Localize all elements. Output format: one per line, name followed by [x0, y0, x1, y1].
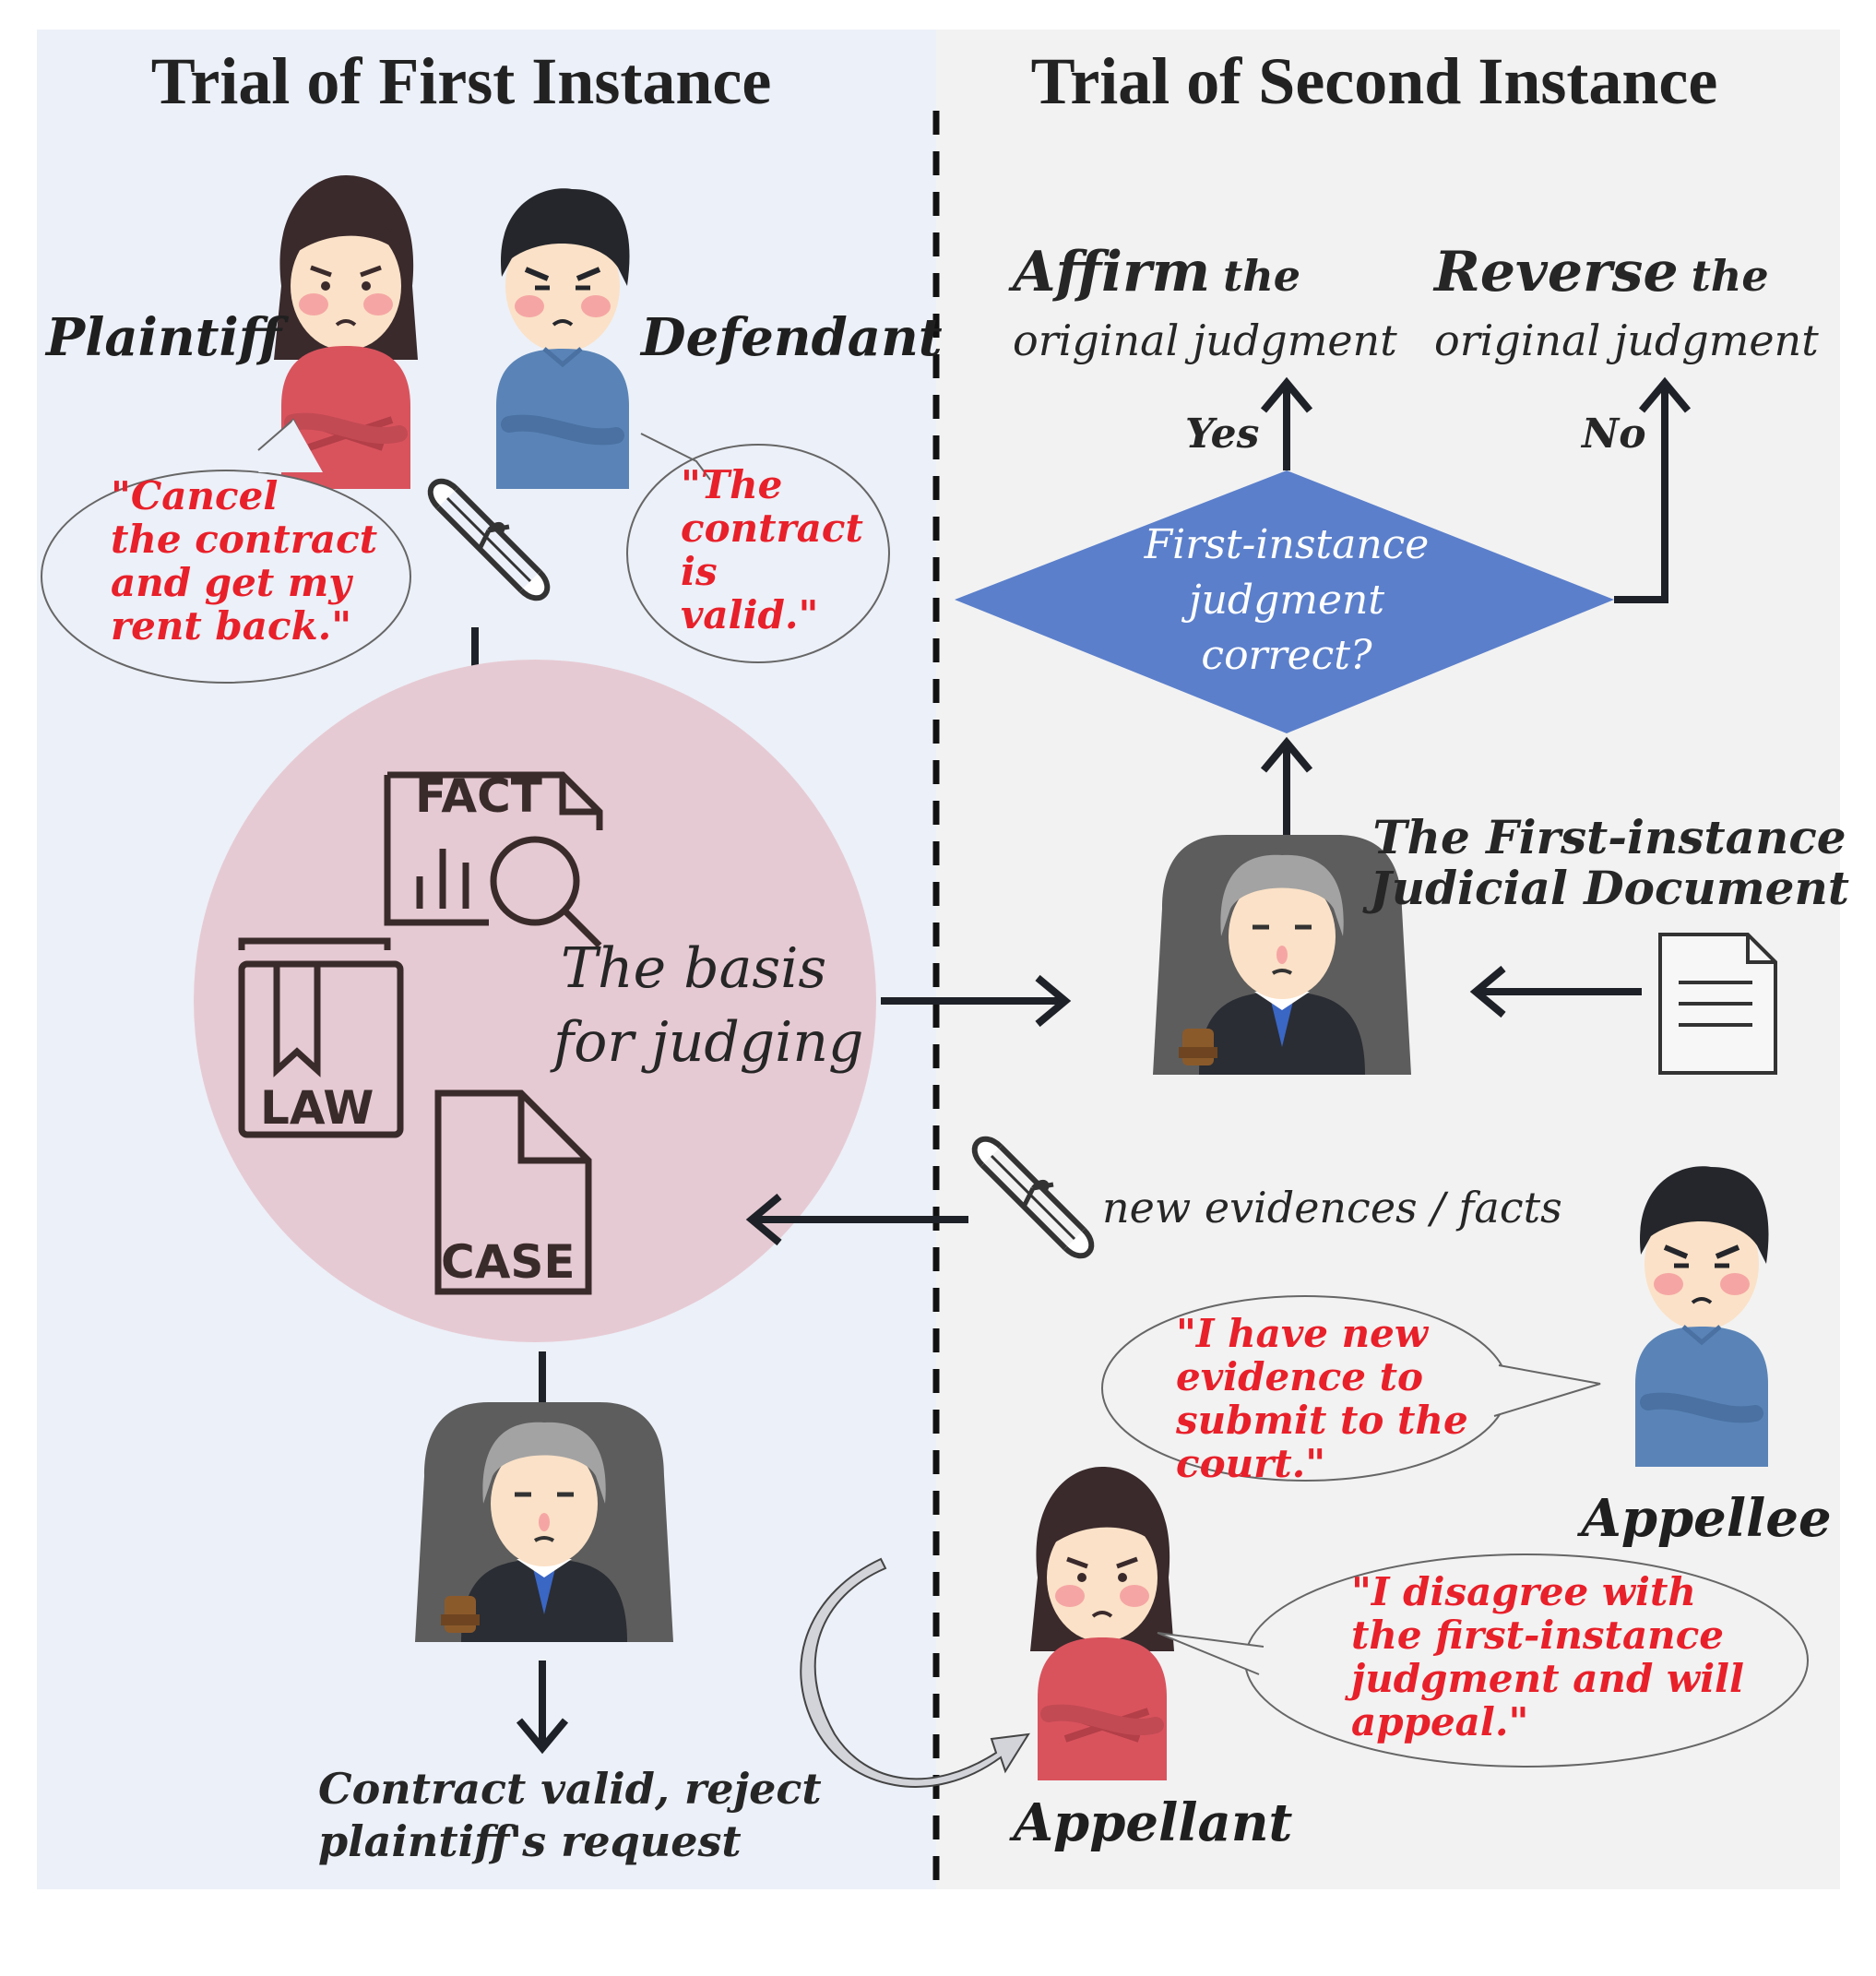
- document-label-line2: Judicial Document: [1362, 861, 1849, 915]
- no-arrow: [1614, 376, 1692, 603]
- document-label-line1: The First-instance: [1372, 810, 1846, 864]
- decision-line1: First-instance: [1144, 521, 1430, 568]
- reverse-word: Reverse: [1432, 240, 1679, 304]
- plaintiff-quote: "Cancel the contract and get my rent bac…: [111, 473, 377, 649]
- defendant-quote-line: contract: [681, 506, 863, 551]
- basis-title-line1: The basis: [561, 936, 826, 1001]
- new-evidence-arrow: [745, 1193, 968, 1246]
- basis-circle: [194, 660, 876, 1342]
- curved-arrow-icon: [800, 1557, 1030, 1788]
- decision-line2: judgment: [1181, 577, 1384, 624]
- fact-document-icon: [384, 771, 603, 948]
- document-icon: [1658, 933, 1777, 1075]
- judge-to-result-arrow: [516, 1661, 569, 1755]
- yes-label: Yes: [1185, 411, 1259, 458]
- document-to-judge-arrow: [1469, 965, 1642, 1018]
- reverse-line2: original judgment: [1434, 315, 1819, 365]
- appellee-quote: "I have new evidence to submit to the co…: [1175, 1311, 1468, 1486]
- plaintiff-speech-bubble: [41, 418, 411, 684]
- reverse-rest: the: [1692, 251, 1769, 301]
- appellee-label: Appellee: [1576, 1488, 1831, 1549]
- reverse-outcome: Reverse the original judgment: [1432, 240, 1819, 365]
- affirm-outcome: Affirm the original judgment: [1008, 240, 1397, 365]
- appellee-quote-line: court.": [1176, 1441, 1325, 1486]
- result-line2: plaintiff's request: [318, 1816, 742, 1866]
- fact-label: FACT: [415, 769, 542, 823]
- affirm-rest: the: [1223, 251, 1300, 301]
- affirm-word: Affirm: [1008, 240, 1210, 304]
- plaintiff-quote-line: and get my: [111, 560, 353, 605]
- decision-line3: correct?: [1201, 632, 1372, 679]
- appellee-quote-line: evidence to: [1176, 1354, 1423, 1399]
- basis-title-line2: for judging: [550, 1010, 863, 1075]
- appellant-quote-line: judgment and will: [1345, 1656, 1744, 1701]
- judge-person: [415, 1402, 673, 1642]
- decision-diamond: [955, 470, 1614, 733]
- second-instance-title: Trial of Second Instance: [1031, 44, 1718, 118]
- appellant-label: Appellant: [1009, 1792, 1293, 1853]
- plaintiff-quote-line: the contract: [111, 517, 377, 562]
- plaintiff-label: Plaintiff: [44, 307, 290, 368]
- law-book-icon: [238, 937, 404, 1138]
- defendant-quote-line: "The: [681, 462, 782, 507]
- defendant-speech-bubble: [626, 433, 890, 663]
- defendant-quote: "The contract is valid.": [681, 462, 863, 637]
- appellant-quote-line: the first-instance: [1351, 1613, 1724, 1658]
- result-line1: Contract valid, reject: [318, 1764, 822, 1814]
- yes-arrow: [1260, 376, 1313, 470]
- appellee-speech-bubble: [1101, 1295, 1601, 1482]
- defendant-quote-line: is: [681, 549, 718, 594]
- case-label: CASE: [441, 1235, 576, 1289]
- appellant-speech-bubble: [1157, 1553, 1809, 1768]
- appellee-quote-line: submit to the: [1175, 1398, 1468, 1443]
- plaintiff-quote-line: "Cancel: [111, 473, 278, 518]
- first-instance-title: Trial of First Instance: [151, 44, 772, 118]
- appellee-quote-line: "I have new: [1176, 1311, 1430, 1356]
- no-label: No: [1580, 411, 1646, 458]
- defendant-quote-line: valid.": [681, 592, 818, 637]
- appellant-quote-line: appeal.": [1351, 1699, 1528, 1744]
- case-file-icon: [434, 1089, 592, 1295]
- appellant-quote: "I disagree with the first-instance judg…: [1345, 1569, 1744, 1744]
- law-label: LAW: [260, 1081, 374, 1135]
- defendant-label: Defendant: [639, 307, 943, 368]
- appellant-person: [1030, 1467, 1174, 1780]
- affirm-line2: original judgment: [1013, 315, 1397, 365]
- appellant-quote-line: "I disagree with: [1351, 1569, 1696, 1614]
- basis-to-second-judge-arrow: [881, 974, 1072, 1028]
- plaintiff-quote-line: rent back.": [111, 603, 351, 649]
- new-evidence-label: new evidences / facts: [1102, 1183, 1562, 1232]
